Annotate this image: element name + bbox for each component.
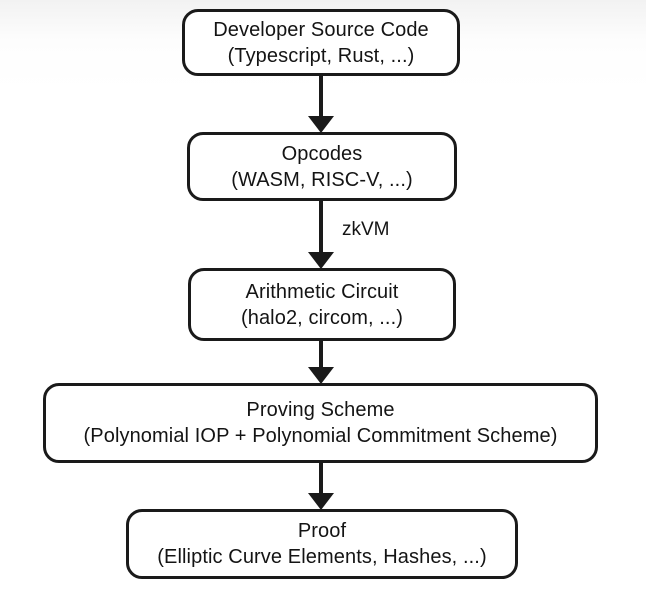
arrow-shaft	[319, 462, 323, 495]
arrow-head-icon	[308, 116, 334, 133]
arrow-circuit-to-proving	[308, 340, 334, 384]
edge-label-zkvm: zkVM	[342, 219, 390, 240]
arrow-head-icon	[308, 367, 334, 384]
arrow-shaft	[319, 200, 323, 254]
node-source-title: Developer Source Code	[213, 18, 429, 41]
node-arithmetic-circuit: Arithmetic Circuit (halo2, circom, ...)	[188, 268, 456, 341]
arrow-shaft	[319, 76, 323, 118]
node-proof-subtitle: (Elliptic Curve Elements, Hashes, ...)	[157, 546, 487, 568]
node-developer-source-code: Developer Source Code (Typescript, Rust,…	[182, 9, 460, 76]
arrow-shaft	[319, 340, 323, 369]
arrow-head-icon	[308, 493, 334, 510]
node-proving-scheme: Proving Scheme (Polynomial IOP + Polynom…	[43, 383, 598, 463]
node-proving-subtitle: (Polynomial IOP + Polynomial Commitment …	[83, 425, 558, 447]
arrow-opcodes-to-circuit	[308, 200, 334, 269]
node-proof: Proof (Elliptic Curve Elements, Hashes, …	[126, 509, 518, 579]
arrow-source-to-opcodes	[308, 76, 334, 133]
node-source-subtitle: (Typescript, Rust, ...)	[227, 44, 415, 67]
node-opcodes-title: Opcodes	[281, 142, 363, 165]
node-proving-title: Proving Scheme	[246, 399, 395, 421]
node-opcodes: Opcodes (WASM, RISC-V, ...)	[187, 132, 457, 201]
arrow-proving-to-proof	[308, 462, 334, 510]
node-opcodes-subtitle: (WASM, RISC-V, ...)	[231, 168, 413, 191]
arrow-head-icon	[308, 252, 334, 269]
node-circuit-subtitle: (halo2, circom, ...)	[240, 306, 404, 329]
node-circuit-title: Arithmetic Circuit	[245, 280, 399, 303]
node-proof-title: Proof	[297, 520, 347, 542]
